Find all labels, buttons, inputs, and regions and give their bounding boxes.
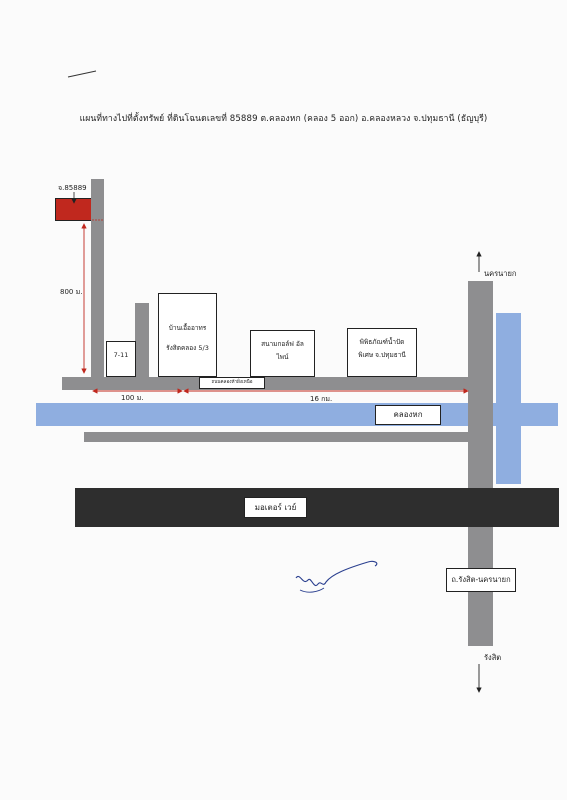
golf-label-line1: สนามกอล์ฟ อัล: [261, 340, 304, 348]
motorway-label: มอเตอร์ เวย์: [244, 497, 307, 518]
access-road: [91, 179, 104, 378]
property-label: จ.85889: [58, 184, 87, 192]
canal-south-road: [84, 432, 473, 442]
direction-south-label: รังสิต: [484, 653, 502, 662]
housing-building: บ้านเอื้ออาทร รังสิตคลอง 5/3: [158, 293, 217, 377]
housing-label-line2: รังสิตคลอง 5/3: [166, 344, 209, 353]
motorway: [75, 488, 559, 527]
distance-vertical: 800 ม.: [60, 288, 83, 296]
distance-right: 16 กม.: [310, 395, 333, 403]
pen-mark: [67, 70, 97, 78]
seven-eleven-store: 7-11: [106, 341, 136, 377]
museum-building: พิพิธภัณฑ์น้ำปัด พิเศษ จ.ปทุมธานี: [347, 328, 417, 377]
golf-course: สนามกอล์ฟ อัล ไพน์: [250, 330, 315, 377]
seven-eleven-label: 7-11: [113, 351, 129, 359]
canal-label: คลองหก: [375, 405, 441, 425]
signature: [295, 560, 378, 586]
museum-label-line2: พิเศษ จ.ปทุมธานี: [358, 351, 406, 360]
direction-north-label: นครนายก: [484, 269, 517, 278]
museum-label-line1: พิพิธภัณฑ์น้ำปัด: [359, 338, 405, 346]
housing-label-line1: บ้านเอื้ออาทร: [168, 324, 207, 332]
side-lane: [135, 303, 149, 378]
canal-north-road: [62, 377, 475, 390]
signature-underline: [299, 587, 325, 593]
main-road-label: ถ.รังสิต-นครนายก: [446, 568, 516, 592]
golf-label-line2: ไพน์: [276, 353, 289, 362]
canal-vertical: [496, 313, 521, 484]
distance-left: 100 ม.: [121, 394, 144, 402]
map-title: แผนที่ทางไปที่ตั้งทรัพย์ ที่ดินโฉนดเลขที…: [79, 114, 488, 124]
